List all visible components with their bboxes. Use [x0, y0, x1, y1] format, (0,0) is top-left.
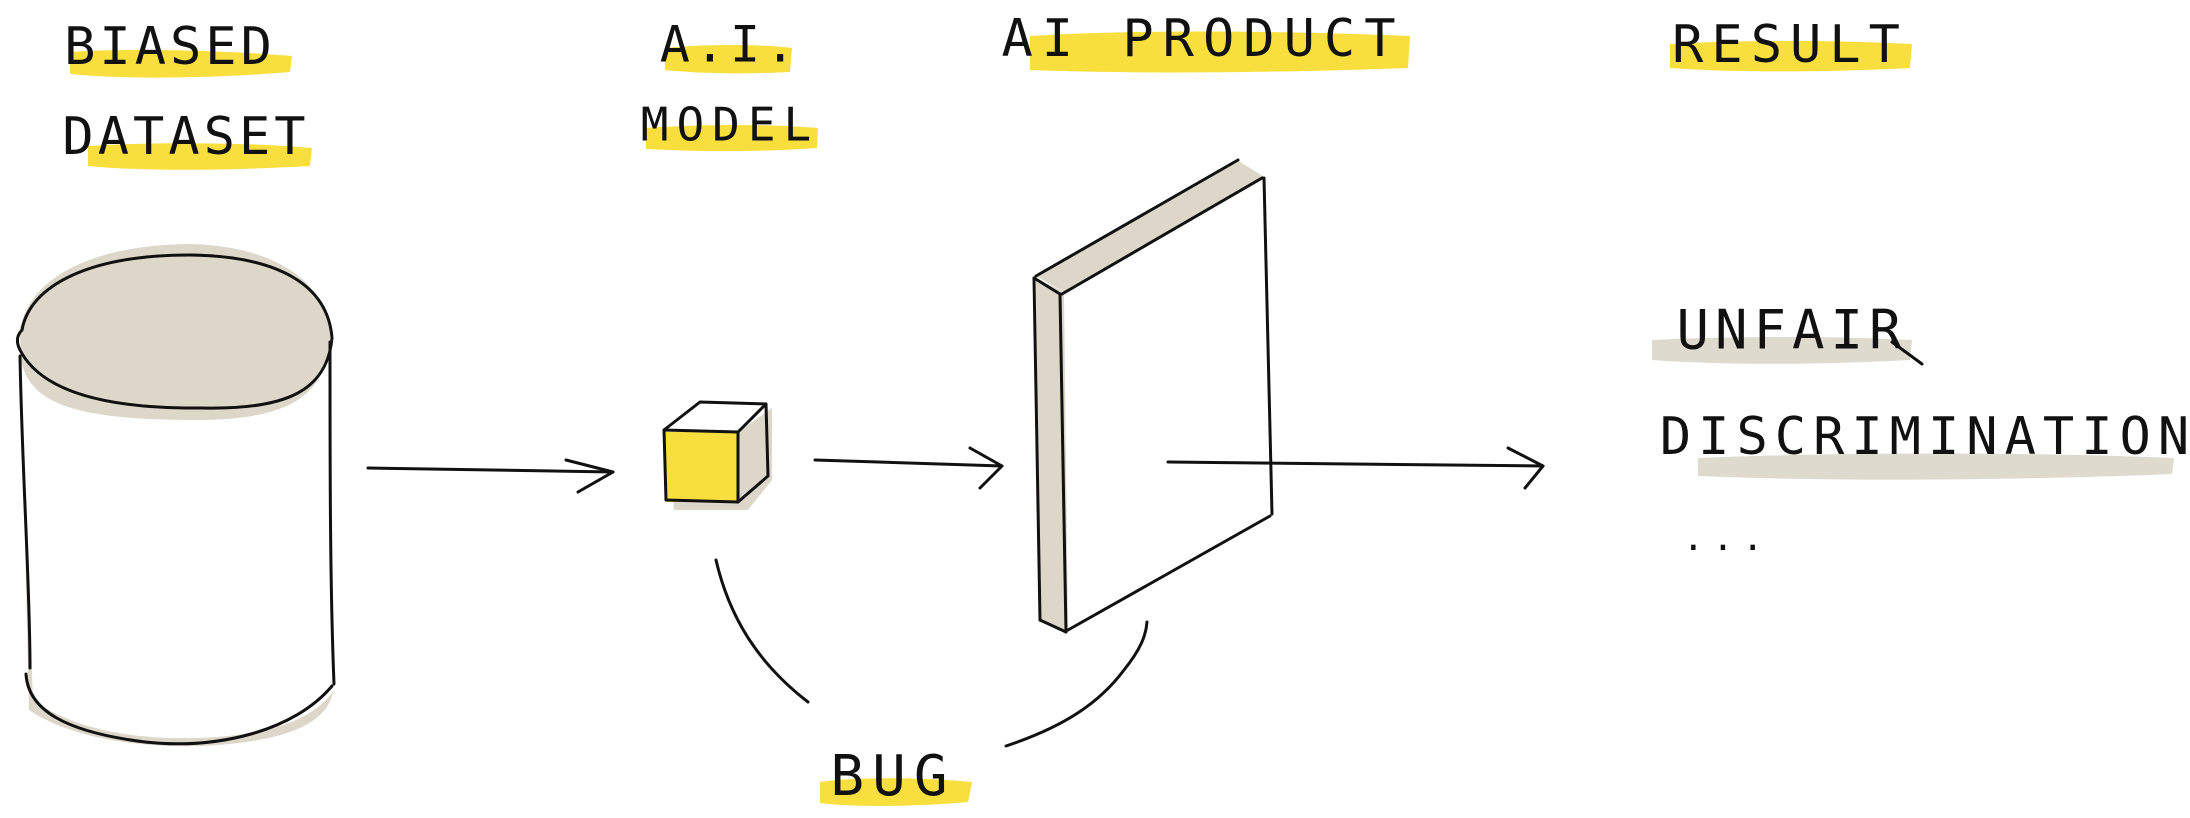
cube-top-outline	[662, 400, 768, 434]
product-to-result-arrow-head	[1506, 446, 1545, 490]
panel-right-edge	[1262, 176, 1274, 516]
model-to-product-arrow-shaft	[813, 458, 1004, 468]
model-to-product-arrow	[813, 446, 1004, 490]
cylinder-bottom-curve	[24, 672, 334, 746]
panel-top-left-corner	[1032, 276, 1062, 296]
model-title-line-2: MODEL	[641, 98, 819, 152]
dataset-title-highlight-2	[88, 143, 312, 170]
dataset-title-highlight-1	[70, 49, 292, 78]
bug-curve-left	[714, 558, 810, 704]
bug-connection-curve	[714, 558, 1149, 748]
result-item-unfair: UNFAIR	[1676, 299, 1907, 362]
product-to-result-arrow	[1166, 446, 1545, 490]
dataset-cylinder-icon	[15, 244, 336, 747]
discrimination-highlight	[1698, 453, 2174, 480]
result-item-discrimination: DISCRIMINATION	[1660, 407, 2190, 467]
dataset-to-model-arrow-shaft	[366, 466, 615, 474]
cube-front-face	[664, 432, 738, 502]
product-to-result-arrow-shaft	[1166, 460, 1545, 468]
panel-top-back-edge	[1060, 176, 1264, 296]
panel-bottom-edge	[1066, 514, 1272, 632]
cylinder-top-ellipse	[15, 253, 334, 410]
cylinder-right-side	[328, 340, 336, 686]
panel-bottom-left-corner	[1038, 618, 1068, 634]
panel-top-front-edge	[1034, 158, 1240, 278]
panel-left-outer-edge	[1032, 276, 1042, 622]
result-title-highlight	[1670, 41, 1912, 72]
model-to-product-arrow-head	[968, 446, 1004, 490]
panel-left-inner-edge	[1058, 292, 1068, 634]
bug-label: BUG	[830, 744, 955, 809]
model-title-line-1: A.I.	[660, 16, 800, 74]
cylinder-white-body	[20, 338, 334, 739]
panel-top-shadow	[1036, 160, 1266, 292]
product-title: AI PRODUCT	[1001, 9, 1404, 69]
ai-model-cube-icon	[662, 400, 772, 510]
dataset-title-line-1: BIASED	[64, 17, 276, 77]
cylinder-left-side	[18, 354, 32, 670]
bug-curve-right	[1004, 620, 1149, 748]
ai-product-panel-icon	[1032, 158, 1274, 634]
bug-label-highlight	[820, 778, 972, 806]
dataset-title-line-2: DATASET	[62, 107, 309, 167]
unfair-underline-tail	[1890, 340, 1924, 366]
cube-side-outline	[736, 402, 770, 504]
dataset-to-model-arrow-head	[564, 458, 615, 494]
result-title: RESULT	[1672, 15, 1908, 75]
dataset-to-model-arrow	[366, 458, 615, 494]
result-item-ellipsis: ...	[1682, 518, 1771, 559]
model-title-highlight-2	[646, 125, 818, 152]
model-title-highlight-1	[665, 45, 792, 74]
product-title-highlight	[1030, 31, 1410, 73]
unfair-highlight	[1652, 337, 1912, 364]
